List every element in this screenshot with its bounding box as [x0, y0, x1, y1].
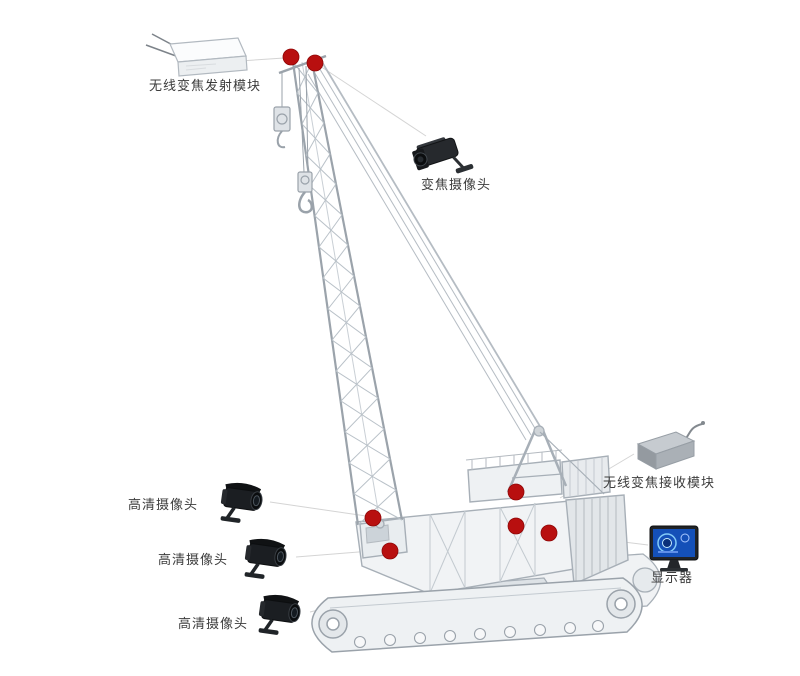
- label-wireless-tx-module: 无线变焦发射模块: [148, 78, 261, 93]
- label-hd-camera-2: 高清摄像头: [157, 552, 228, 567]
- wireless-tx-module-icon: [145, 33, 248, 77]
- label-wireless-rx-module: 无线变焦接收模块: [602, 475, 715, 490]
- zoom-camera-icon: [412, 137, 474, 174]
- camera-position-marker: [364, 509, 382, 527]
- wireless-rx-module-icon: [636, 421, 705, 470]
- camera-position-marker: [282, 48, 300, 66]
- camera-position-marker: [381, 542, 399, 560]
- label-hd-camera-3: 高清摄像头: [177, 616, 248, 631]
- label-hd-camera-1: 高清摄像头: [127, 497, 198, 512]
- crane-gantry: [506, 425, 605, 495]
- connector-zoom-camera: [319, 65, 427, 137]
- crane-boom: [278, 54, 404, 526]
- hd-camera-icon-2: [240, 534, 290, 584]
- crane-near-track: [311, 577, 643, 653]
- crane-illustration: [273, 54, 662, 653]
- crane-pendant-cables: [307, 61, 542, 441]
- camera-position-marker: [306, 54, 324, 72]
- connector-hd-camera-1: [269, 501, 367, 517]
- crane-superstructure: [355, 449, 629, 595]
- monitor-icon: [649, 525, 699, 572]
- label-zoom-camera: 变焦摄像头: [420, 177, 491, 192]
- hd-camera-icon-3: [254, 590, 304, 640]
- camera-position-marker: [540, 524, 558, 542]
- tx-antenna-icon: [145, 44, 177, 57]
- connector-tx-module: [239, 57, 285, 62]
- camera-position-marker: [507, 483, 525, 501]
- hd-camera-icon-1: [216, 478, 266, 528]
- camera-position-markers: [282, 48, 558, 560]
- label-monitor: 显示器: [650, 570, 693, 585]
- camera-position-marker: [507, 517, 525, 535]
- crane-hook: [273, 65, 313, 214]
